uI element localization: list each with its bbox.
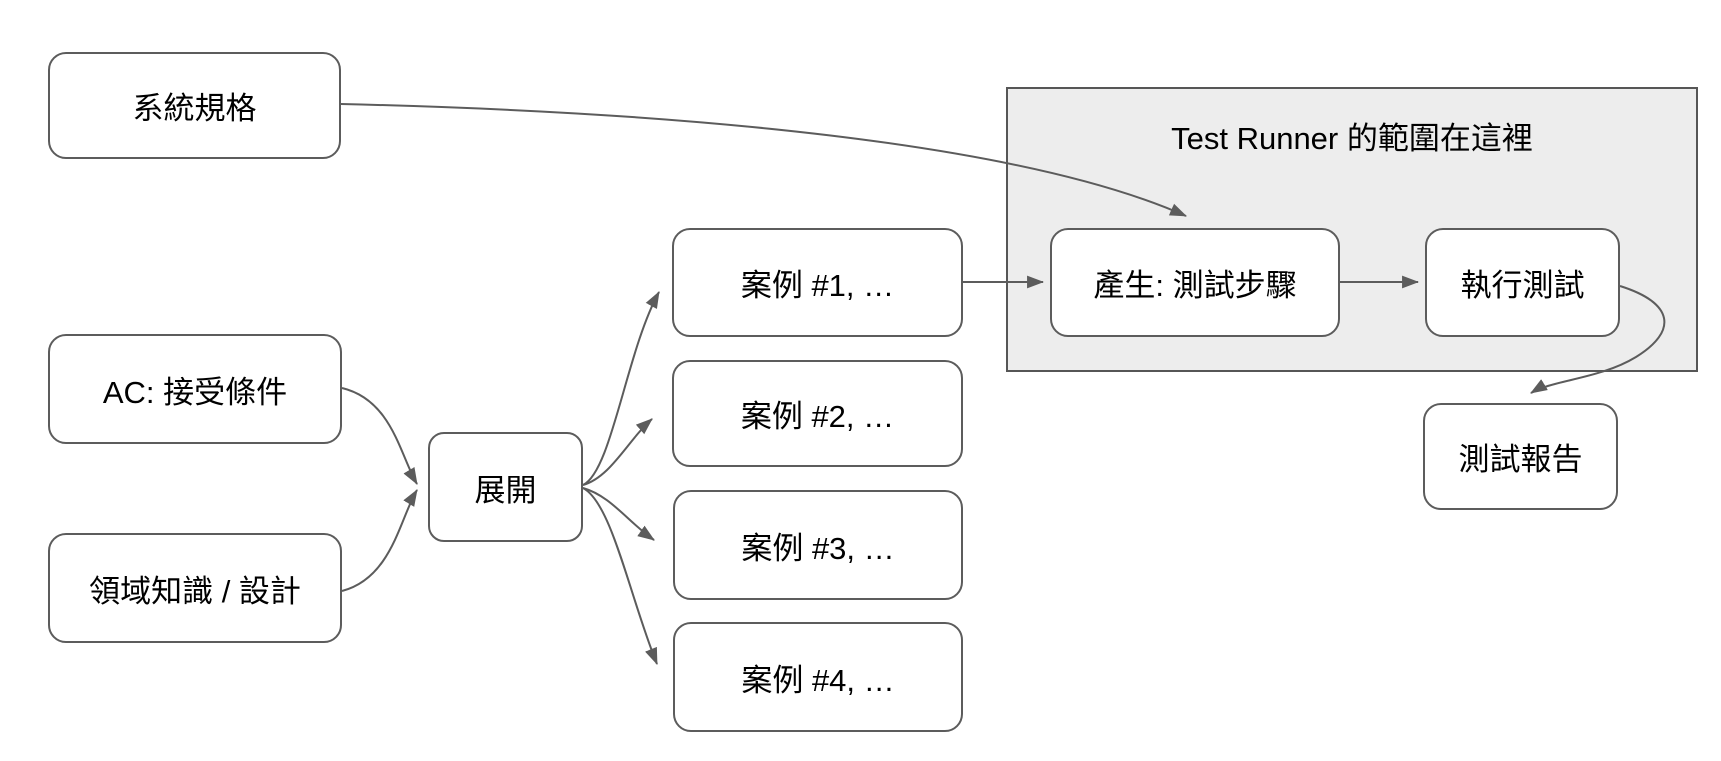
node-acceptance-criteria-label: AC: 接受條件 bbox=[102, 374, 288, 410]
node-run-tests: 執行測試 bbox=[1425, 228, 1620, 337]
node-expand-label: 展開 bbox=[474, 472, 537, 508]
node-case-4-label: 案例 #4, … bbox=[741, 662, 895, 698]
scope-group-title: Test Runner 的範圍在這裡 bbox=[1171, 121, 1533, 156]
node-domain-knowledge-design: 領域知識 / 設計 bbox=[48, 533, 342, 643]
edge-domain-knowledge-to-expand bbox=[341, 489, 418, 592]
node-system-spec-label: 系統規格 bbox=[132, 91, 257, 126]
node-expand: 展開 bbox=[428, 432, 583, 542]
node-case-2: 案例 #2, … bbox=[672, 360, 963, 467]
node-case-1-label: 案例 #1, … bbox=[740, 268, 895, 303]
edge-expand-to-case-2 bbox=[582, 418, 653, 486]
edge-ac-to-expand bbox=[341, 387, 418, 485]
edge-expand-to-case-1 bbox=[582, 291, 660, 486]
node-generate-test-steps: 產生: 測試步驟 bbox=[1050, 228, 1340, 337]
node-case-3-label: 案例 #3, … bbox=[741, 530, 895, 566]
node-case-3: 案例 #3, … bbox=[673, 490, 963, 600]
node-run-tests-label: 執行測試 bbox=[1460, 268, 1585, 303]
edge-expand-to-case-3 bbox=[582, 487, 655, 541]
node-case-2-label: 案例 #2, … bbox=[740, 399, 895, 434]
node-domain-knowledge-design-label: 領域知識 / 設計 bbox=[89, 573, 301, 609]
node-system-spec: 系統規格 bbox=[48, 52, 341, 159]
node-generate-test-steps-label: 產生: 測試步驟 bbox=[1093, 268, 1297, 303]
node-case-4: 案例 #4, … bbox=[673, 622, 963, 732]
node-test-report: 測試報告 bbox=[1423, 403, 1618, 510]
edge-expand-to-case-4 bbox=[582, 487, 658, 665]
node-test-report-label: 測試報告 bbox=[1458, 442, 1583, 477]
node-acceptance-criteria: AC: 接受條件 bbox=[48, 334, 342, 444]
node-case-1: 案例 #1, … bbox=[672, 228, 963, 337]
